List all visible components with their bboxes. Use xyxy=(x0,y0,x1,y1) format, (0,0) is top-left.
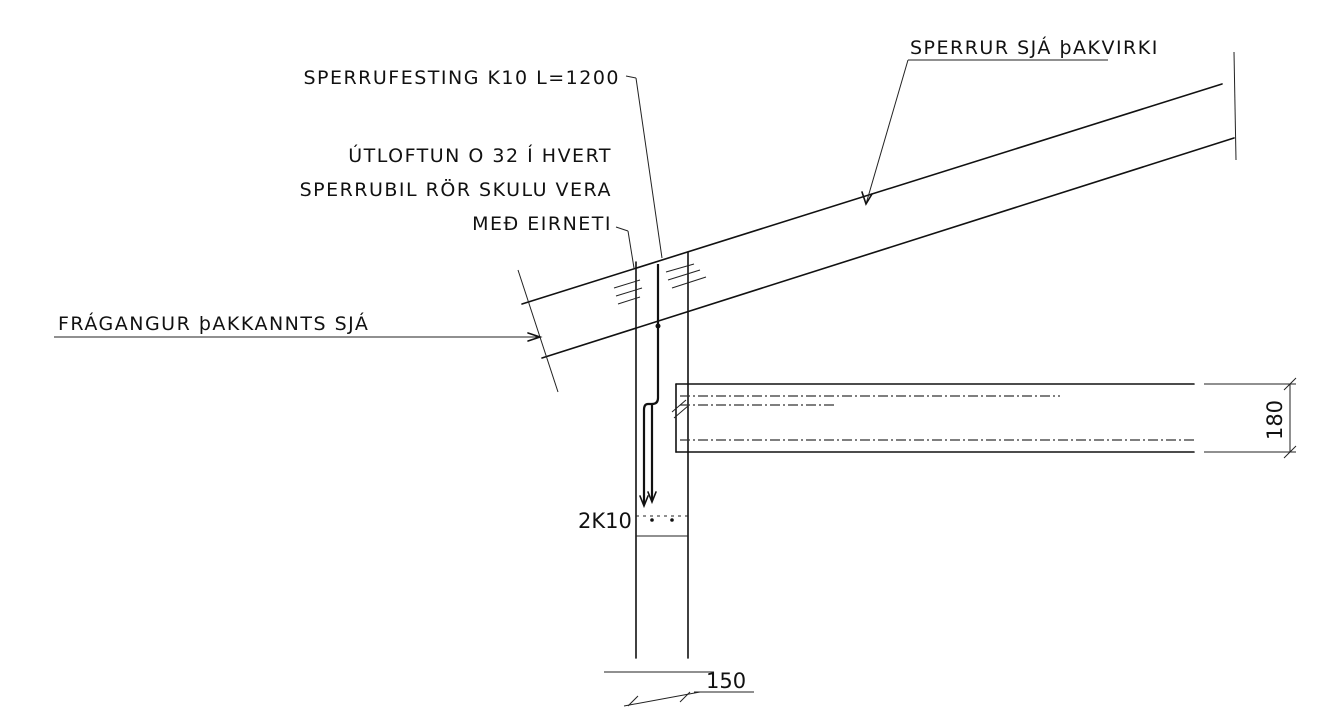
ventilation-marks xyxy=(613,263,707,305)
roof-rafter xyxy=(517,51,1237,393)
dimension-slab-thickness: 180 xyxy=(1204,377,1297,459)
dimension-180-label: 180 xyxy=(1263,400,1287,440)
wall xyxy=(604,251,714,673)
label-ventilation-line1: ÚTLOFTUN O 32 Í HVERT xyxy=(348,143,612,167)
dimension-150-label: 150 xyxy=(706,669,746,693)
label-ventilation-line2: SPERRUBIL RÖR SKULU VERA xyxy=(300,178,612,201)
rafter-fixing-bar xyxy=(639,264,674,522)
label-rebar: 2K10 xyxy=(578,509,632,533)
label-ventilation-line3: MEÐ EIRNETI xyxy=(472,213,612,235)
dimension-wall-width: 150 xyxy=(623,669,754,707)
label-eaves-finish: FRÁGANGUR þAKKANNTS SJÁ xyxy=(58,312,369,335)
floor-slab xyxy=(671,383,1196,453)
label-rafters: SPERRUR SJÁ þAKVIRKI xyxy=(910,36,1159,59)
leader-lines xyxy=(54,59,1108,342)
label-rafter-fixing: SPERRUFESTING K10 L=1200 xyxy=(303,67,620,89)
